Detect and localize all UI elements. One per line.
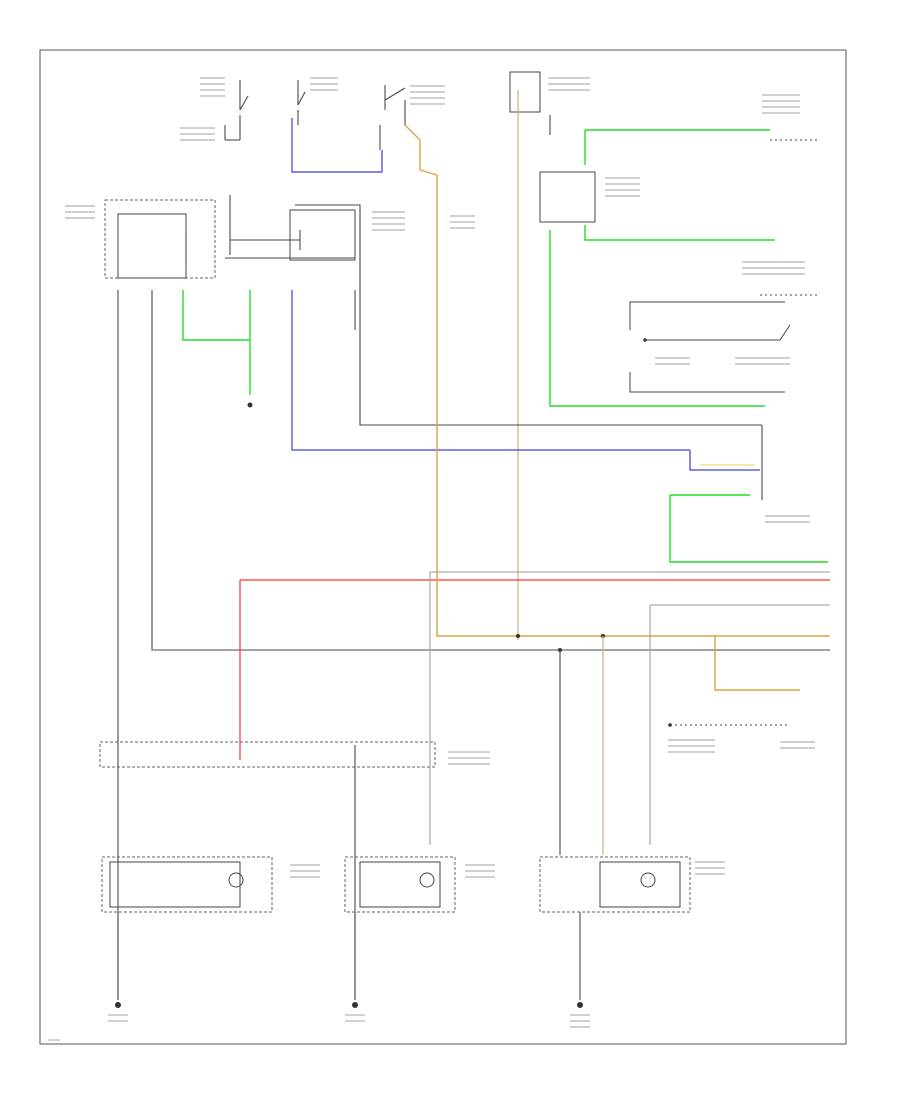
relay-icon xyxy=(539,171,596,223)
module-box xyxy=(104,199,216,279)
switch-icon xyxy=(297,80,306,125)
label-marks xyxy=(48,77,815,1041)
blue-wire xyxy=(291,118,383,173)
green-wire xyxy=(549,230,765,407)
ground-icon xyxy=(115,1002,121,1008)
green-wire-group xyxy=(539,129,820,407)
black-wire xyxy=(151,290,830,651)
relay-icon xyxy=(225,195,356,261)
fuse-box xyxy=(509,71,541,113)
switch-icon xyxy=(384,85,406,125)
green-wire xyxy=(182,290,250,341)
orange-wire xyxy=(404,124,438,240)
green-wire xyxy=(584,225,775,241)
ground-icon xyxy=(352,1002,358,1008)
ground-icon xyxy=(577,1002,583,1008)
connector-icon xyxy=(689,425,763,500)
ground-icon xyxy=(247,402,253,408)
green-wire xyxy=(669,495,828,563)
right-lamp-group xyxy=(539,856,691,913)
black-wire xyxy=(295,204,762,426)
module-inner xyxy=(117,213,187,279)
connector-bar xyxy=(99,741,436,768)
left-lamp-group xyxy=(101,856,273,913)
lamp-icon xyxy=(640,872,656,888)
junction-dot xyxy=(516,634,520,638)
center-lamp-group xyxy=(344,856,456,913)
orange-wire xyxy=(714,636,800,691)
diagram-frame xyxy=(39,49,847,1045)
lamp-icon xyxy=(228,872,244,888)
top-switch-group xyxy=(224,71,551,640)
orange-wire xyxy=(436,240,830,637)
lamp-icon xyxy=(419,872,435,888)
blue-wire xyxy=(291,290,690,451)
right-switch-module xyxy=(629,301,791,393)
switch-icon xyxy=(239,80,249,140)
left-module xyxy=(104,199,216,279)
